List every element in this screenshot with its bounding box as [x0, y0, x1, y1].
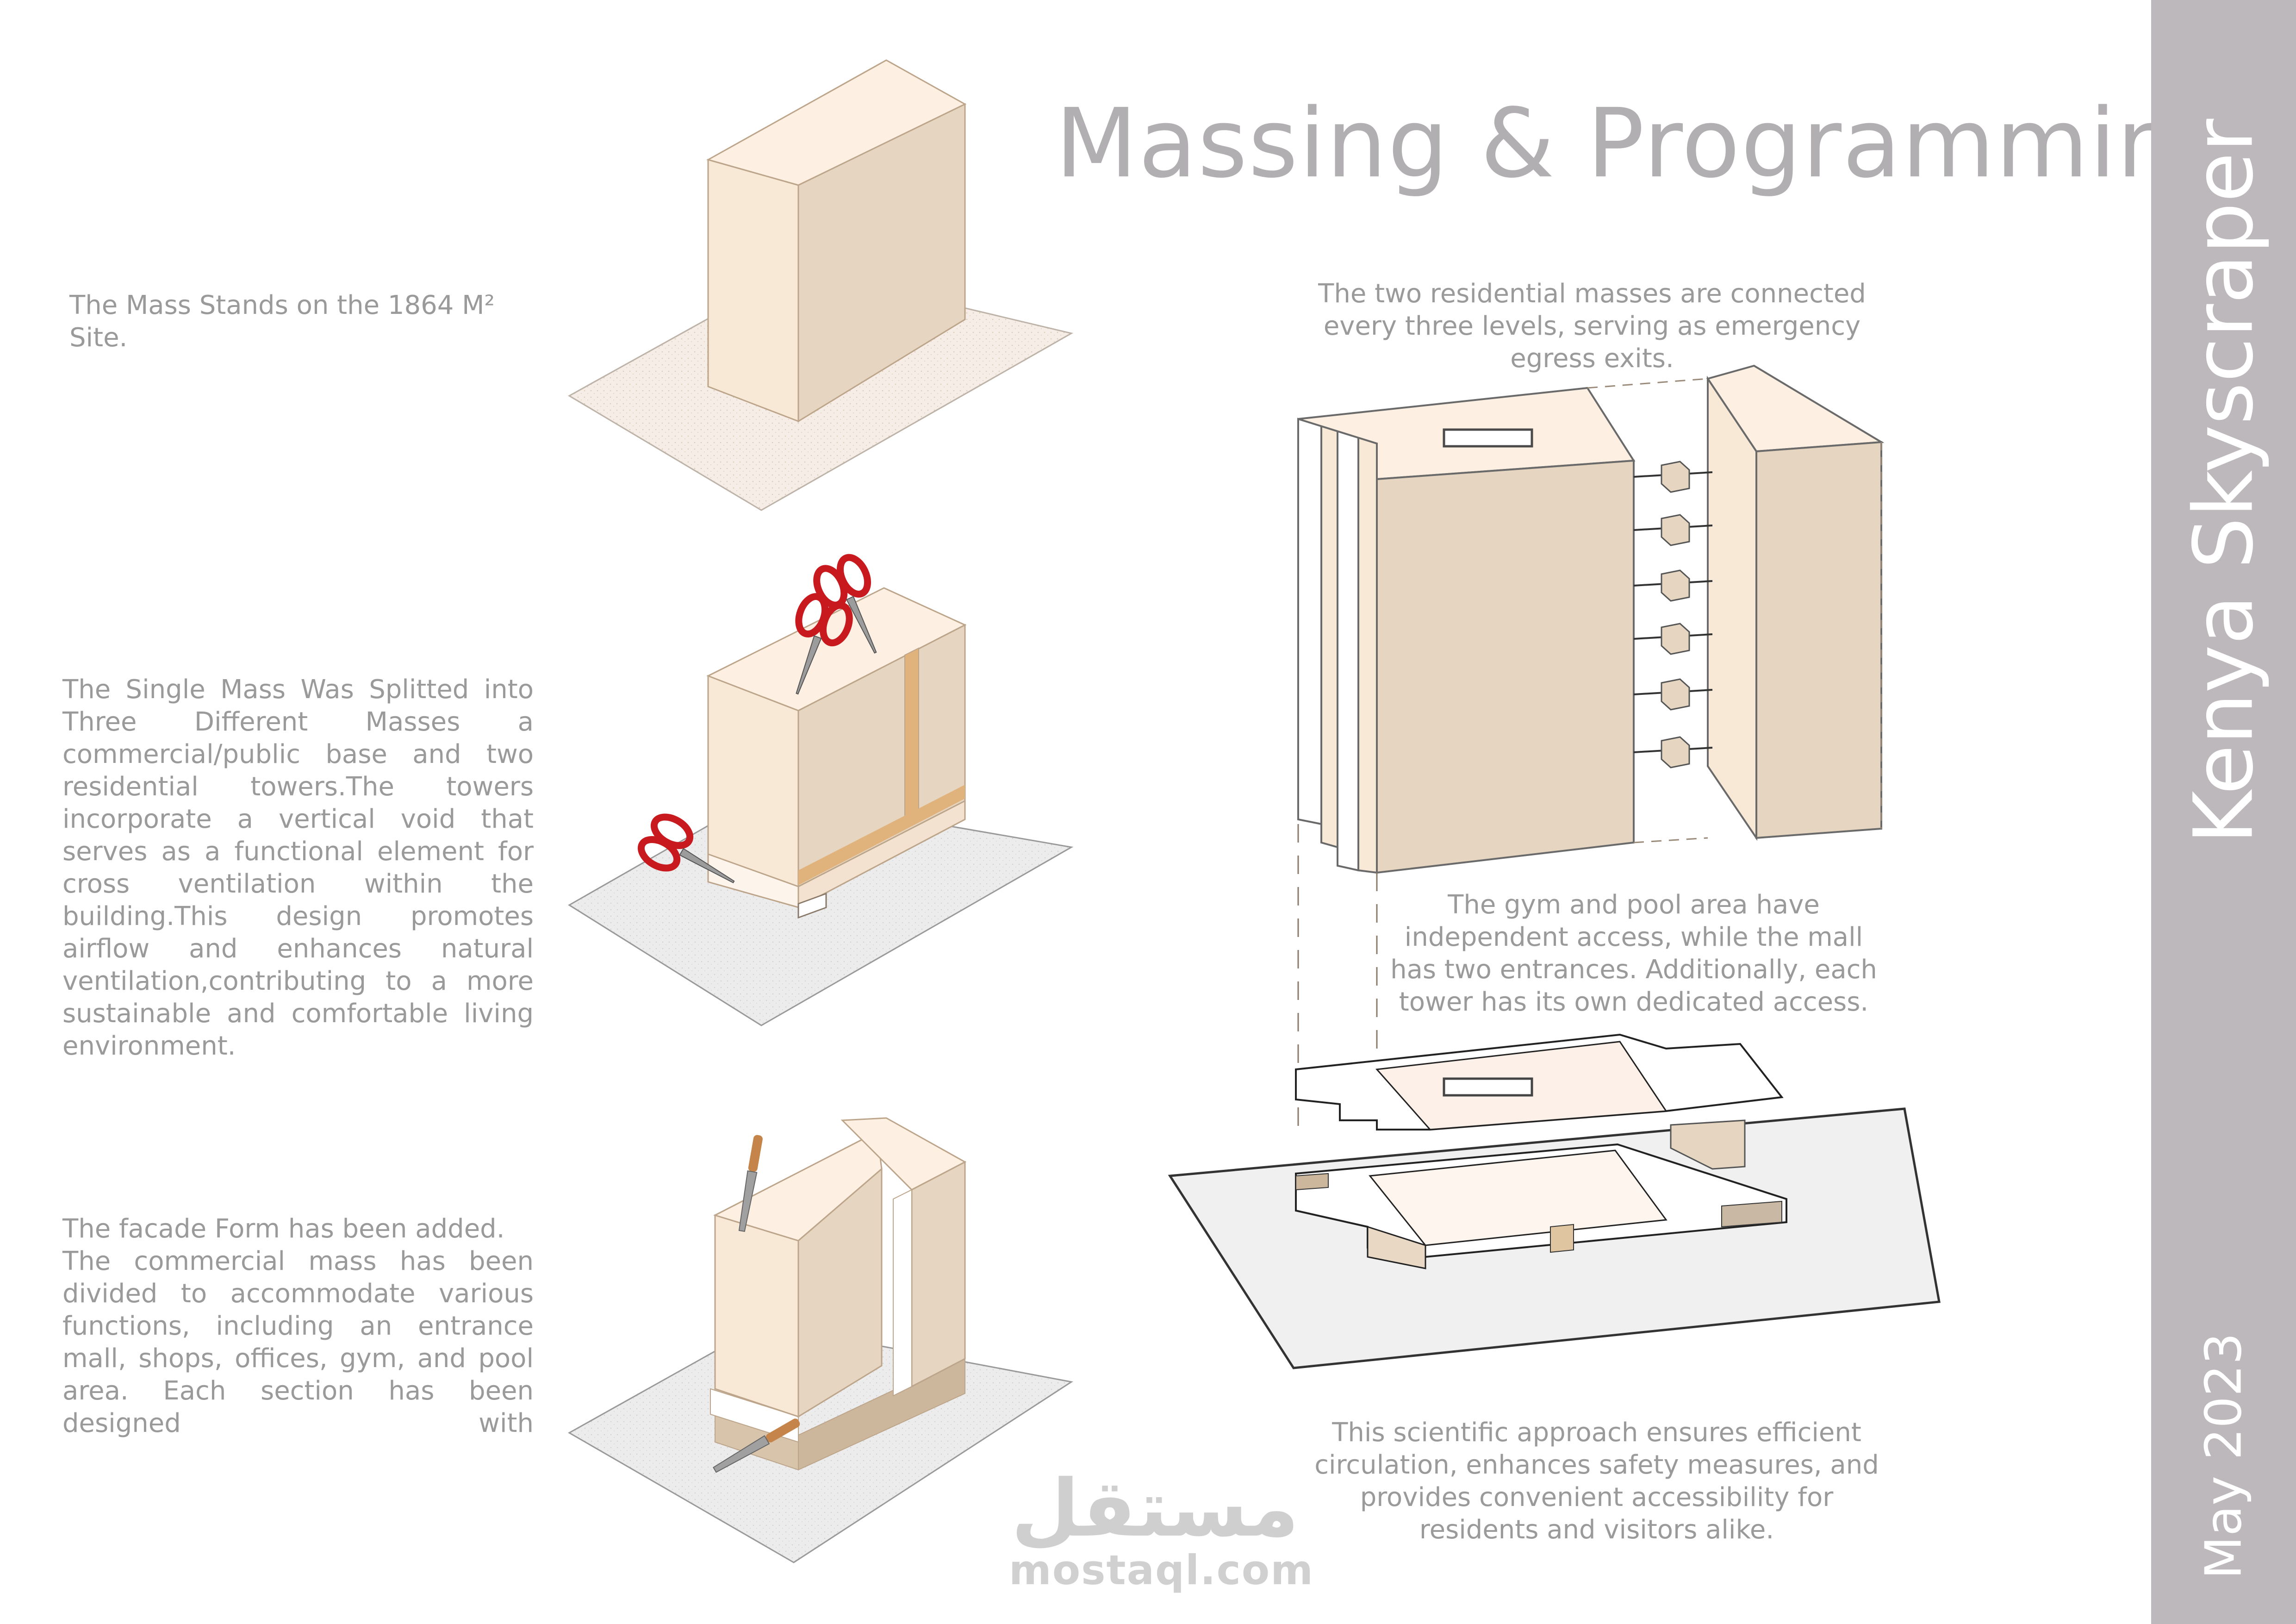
step-3-heading: The facade Form has been added.: [62, 1214, 505, 1244]
podium-plan-diagram: [1168, 1033, 1941, 1369]
support-block: [1670, 1119, 1746, 1170]
entrance-marker: [1550, 1224, 1574, 1253]
atrium-opening: [1443, 1077, 1533, 1097]
facade-form-diagram: [567, 893, 1073, 1563]
tower-left-face: [707, 675, 799, 888]
connector-outline: [1633, 837, 1708, 843]
vertical-void: [904, 647, 919, 825]
tower-b-side: [1707, 375, 1757, 841]
step-2-note: The Single Mass Was Splitted into Three …: [62, 675, 534, 1061]
roof-opening: [1443, 428, 1533, 448]
scissors-icon: [637, 813, 735, 884]
tower-slab: [1337, 429, 1359, 872]
tower-slab: [1297, 418, 1322, 825]
watermark-logo: مستقل: [1011, 1463, 1299, 1555]
tower-right-face: [911, 1161, 966, 1388]
egress-bridge: [1633, 569, 1713, 602]
conclusion-note: This scientific approach ensures efficie…: [1314, 1418, 1879, 1545]
tower-core: [1295, 1173, 1329, 1191]
tower-b-front: [1755, 441, 1882, 839]
residential-towers-diagram: [1297, 364, 1885, 1139]
tower-slab: [1357, 436, 1378, 874]
connector-outline: [1587, 378, 1708, 389]
tower-slab: [1320, 424, 1338, 849]
sidebar-band: [2151, 0, 2296, 1624]
knife-icon: [713, 1418, 800, 1473]
gym-pool-block: [1721, 1200, 1782, 1228]
egress-bridge: [1633, 678, 1713, 711]
tower-a-front: [1376, 459, 1635, 874]
mall-area: [1369, 1149, 1668, 1246]
egress-bridge: [1633, 461, 1713, 493]
split-mass-diagram: [568, 554, 1074, 1026]
step-1-note: The Mass Stands on the 1864 M² Site.: [69, 290, 495, 353]
split-line: [798, 785, 965, 885]
egress-bridge: [1633, 736, 1713, 768]
roof-opening: [797, 893, 827, 919]
bridge-connectors: [1633, 461, 1713, 768]
connections-note: The two residential masses are connected…: [1318, 279, 1866, 374]
access-note: The gym and pool area have independent a…: [1390, 890, 1877, 1017]
site-mass-diagram: [567, 59, 1074, 511]
mass-right-face: [797, 103, 966, 423]
entrance-block: [1367, 1225, 1426, 1269]
scissors-icon: [813, 554, 877, 654]
watermark-url: mostaql.com: [1009, 1546, 1314, 1594]
tower-left-face: [714, 1214, 799, 1418]
step-3-note: The commercial mass has been divided to …: [62, 1246, 534, 1438]
egress-bridge: [1633, 514, 1713, 546]
tower-right-face: [797, 1167, 883, 1418]
mass-left-face: [707, 159, 799, 423]
knife-icon: [738, 1135, 763, 1232]
egress-bridge: [1633, 623, 1713, 655]
vertical-void: [893, 1189, 912, 1397]
page-title: Massing & Programming: [1055, 88, 2240, 199]
scissors-icon: [795, 593, 853, 695]
